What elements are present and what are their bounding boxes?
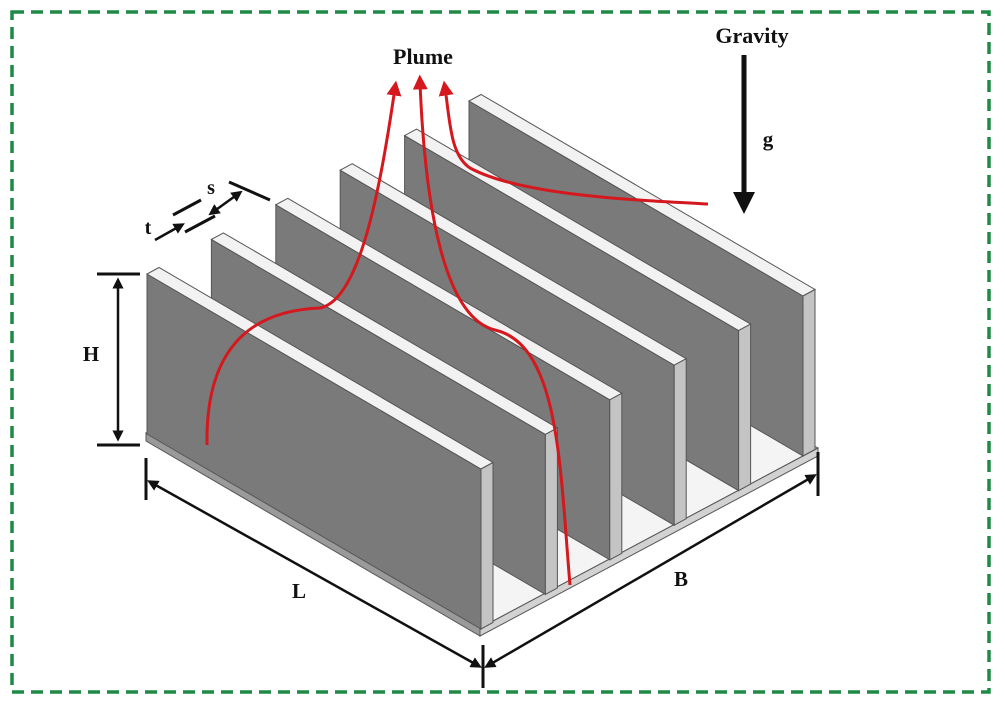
plume-flow-arrow-left: [205, 80, 402, 446]
t-label: t: [145, 217, 152, 239]
fin-end: [544, 427, 558, 596]
width-dimension: [484, 452, 820, 668]
g-label: g: [763, 127, 774, 151]
thickness-spacing-dimension: [154, 180, 271, 242]
height-label: H: [83, 342, 99, 366]
width-label: B: [674, 567, 688, 591]
gravity-label: Gravity: [715, 23, 788, 48]
plume-flow-arrow-right: [438, 80, 709, 206]
s-label: s: [207, 177, 215, 199]
plume-label: Plume: [393, 44, 453, 69]
fin-end: [738, 323, 752, 492]
fin-end: [609, 392, 623, 561]
length-label: L: [292, 579, 306, 603]
fin-end: [673, 357, 687, 527]
dashed-frame: [10, 10, 991, 694]
length-dimension: [144, 458, 485, 688]
fin-end: [480, 461, 494, 630]
gravity-arrow: [733, 55, 755, 214]
height-dimension: [97, 272, 140, 447]
fin-end: [802, 288, 816, 457]
